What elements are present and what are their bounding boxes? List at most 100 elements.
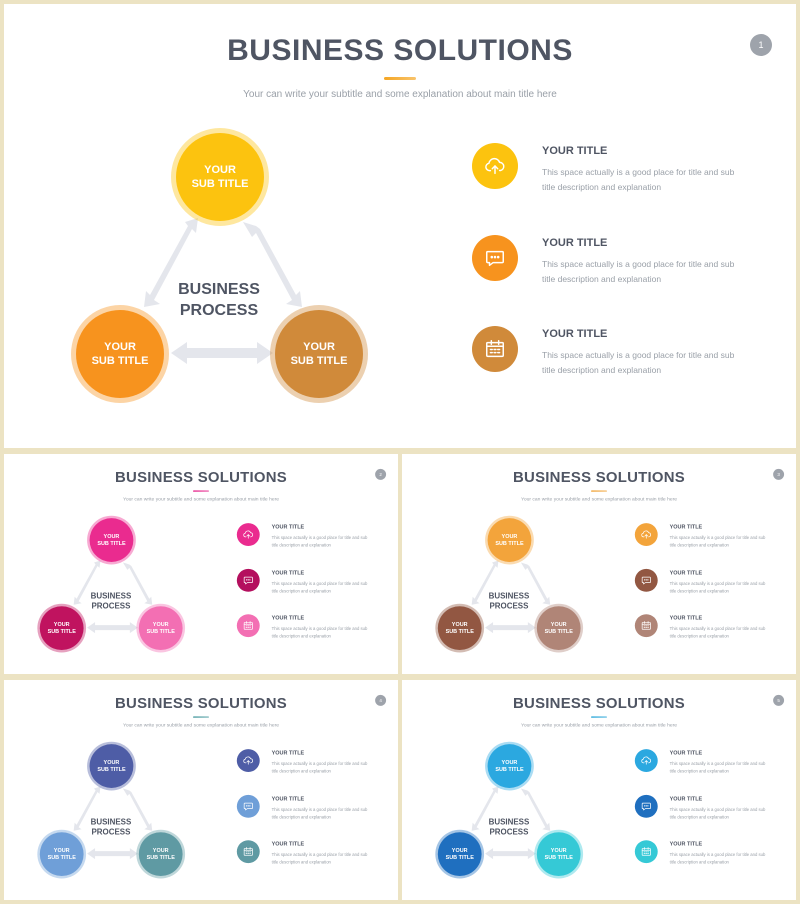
arrow-top-left <box>471 560 499 605</box>
page-number-badge: 1 <box>750 34 772 56</box>
calendar-icon <box>236 614 260 638</box>
circle-left-line1: YOUR <box>104 341 136 353</box>
calendar-icon <box>634 840 658 864</box>
feature-description: This space actually is a good place for … <box>669 852 766 865</box>
feature-title: YOUR TITLE <box>271 524 305 531</box>
feature-item: YOUR TITLE This space actually is a good… <box>634 840 784 870</box>
page-number-badge: 5 <box>773 694 785 706</box>
feature-item: YOUR TITLE This space actually is a good… <box>236 568 386 599</box>
arrow-top-right <box>243 222 302 307</box>
feature-title: YOUR TITLE <box>271 841 305 848</box>
slide-title: BUSINESS SOLUTIONS <box>227 34 573 67</box>
center-label-line2: PROCESS <box>91 828 131 837</box>
feature-title: YOUR TITLE <box>542 145 608 157</box>
slide-thumbnail: BUSINESS SOLUTIONS Your can write your s… <box>402 680 796 900</box>
business-process-label: BUSINESS PROCESS <box>479 817 539 838</box>
slide-subtitle: Your can write your subtitle and some ex… <box>243 89 557 100</box>
feature-title: YOUR TITLE <box>669 615 703 622</box>
feature-title: YOUR TITLE <box>669 795 703 802</box>
slide-subtitle: Your can write your subtitle and some ex… <box>122 496 280 502</box>
slide-subtitle: Your can write your subtitle and some ex… <box>122 722 280 728</box>
circle-right-line1: YOUR <box>550 621 567 628</box>
feature-description: This space actually is a good place for … <box>669 626 766 639</box>
feature-title: YOUR TITLE <box>669 841 703 848</box>
chat-bubble-icon <box>472 235 518 281</box>
slide-subtitle: Your can write your subtitle and some ex… <box>520 496 678 502</box>
slide-content: BUSINESS SOLUTIONS Your can write your s… <box>402 454 796 674</box>
circle-left-line1: YOUR <box>53 621 70 628</box>
arrow-bottom <box>87 848 138 860</box>
arrow-top-right <box>520 562 551 605</box>
feature-item: YOUR TITLE This space actually is a good… <box>236 614 386 644</box>
page-number-badge: 2 <box>375 468 387 480</box>
arrow-top-left <box>144 218 198 307</box>
chat-bubble-icon <box>634 568 658 592</box>
circle-left-line2: SUB TITLE <box>47 854 76 861</box>
arrow-bottom <box>171 342 273 364</box>
feature-item: YOUR TITLE This space actually is a good… <box>634 794 784 825</box>
feature-description: This space actually is a good place for … <box>271 806 368 820</box>
title-underline <box>591 490 607 492</box>
center-label-line1: BUSINESS <box>90 591 132 601</box>
title-underline <box>193 716 209 718</box>
feature-title: YOUR TITLE <box>542 237 608 249</box>
feature-title: YOUR TITLE <box>669 524 703 531</box>
circle-left-line2: SUB TITLE <box>445 628 474 635</box>
feature-title: YOUR TITLE <box>542 328 608 340</box>
feature-item: YOUR TITLE This space actually is a good… <box>634 749 784 779</box>
feature-item: YOUR TITLE This space actually is a good… <box>472 143 772 203</box>
business-process-label: BUSINESS PROCESS <box>81 591 141 612</box>
arrow-bottom <box>485 848 536 860</box>
feature-item: YOUR TITLE This space actually is a good… <box>634 614 784 644</box>
chat-bubble-icon <box>236 794 260 818</box>
circle-top-line1: YOUR <box>501 533 518 540</box>
slide-thumbnail: BUSINESS SOLUTIONS Your can write your s… <box>4 454 398 674</box>
cloud-upload-icon <box>236 523 260 547</box>
circle-right-line2: SUB TITLE <box>544 854 573 861</box>
center-label-line2: PROCESS <box>489 828 529 837</box>
feature-title: YOUR TITLE <box>271 569 305 576</box>
feature-description: This space actually is a good place for … <box>542 259 735 284</box>
circle-right-line1: YOUR <box>152 847 169 854</box>
slide-content: BUSINESS SOLUTIONS Your can write your s… <box>4 680 398 900</box>
circle-right-line2: SUB TITLE <box>146 628 175 635</box>
feature-description: This space actually is a good place for … <box>271 626 368 639</box>
circle-top-line1: YOUR <box>103 759 120 766</box>
title-underline <box>193 490 209 492</box>
circle-right-line1: YOUR <box>550 847 567 854</box>
circle-left-line1: YOUR <box>53 847 70 854</box>
feature-title: YOUR TITLE <box>669 569 703 576</box>
slide-title: BUSINESS SOLUTIONS <box>513 468 686 486</box>
page-number-badge: 3 <box>773 468 785 480</box>
circle-top-line1: YOUR <box>204 164 236 176</box>
page-number-badge: 4 <box>375 694 387 706</box>
feature-item: YOUR TITLE This space actually is a good… <box>472 235 772 295</box>
feature-description: This space actually is a good place for … <box>669 761 766 774</box>
feature-description: This space actually is a good place for … <box>271 761 368 774</box>
process-arrows <box>471 786 551 860</box>
arrow-top-right <box>520 788 551 831</box>
feature-description: This space actually is a good place for … <box>542 350 735 375</box>
chat-bubble-icon <box>236 568 260 592</box>
circle-left-line1: YOUR <box>451 621 468 628</box>
arrow-top-left <box>73 786 101 831</box>
feature-title: YOUR TITLE <box>669 750 703 757</box>
feature-item: YOUR TITLE This space actually is a good… <box>634 523 784 553</box>
cloud-upload-icon <box>472 143 518 189</box>
center-label-line1: BUSINESS <box>90 817 132 827</box>
slide-thumbnail: BUSINESS SOLUTIONS Your can write your s… <box>4 680 398 900</box>
feature-description: This space actually is a good place for … <box>542 167 735 192</box>
feature-item: YOUR TITLE This space actually is a good… <box>634 568 784 599</box>
slide-thumbnail: BUSINESS SOLUTIONS Your can write your s… <box>402 454 796 674</box>
circle-top-line2: SUB TITLE <box>495 540 524 547</box>
feature-item: YOUR TITLE This space actually is a good… <box>236 523 386 553</box>
circle-top-line2: SUB TITLE <box>495 766 524 773</box>
circle-left-line1: YOUR <box>451 847 468 854</box>
